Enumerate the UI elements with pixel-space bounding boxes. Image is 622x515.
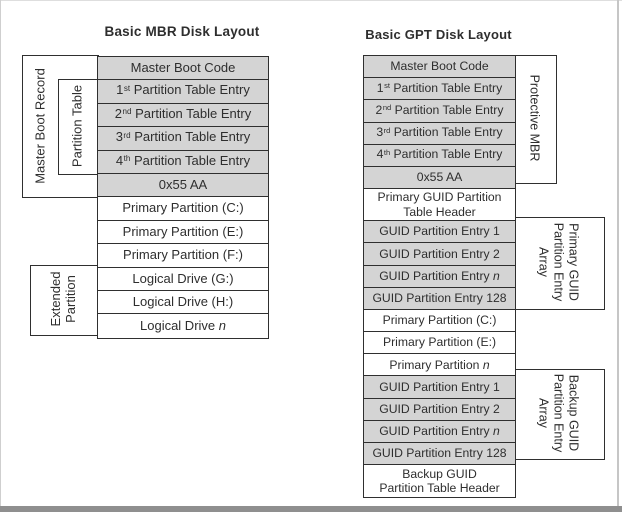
extended-partition-label: Extended Partition (48, 272, 78, 327)
disk-region-row: Logical Drive (H:) (98, 291, 268, 315)
master-boot-record-label: Master Boot Record (32, 68, 48, 184)
label-line: Extended (48, 271, 63, 327)
disk-region-row: 4th Partition Table Entry (364, 144, 515, 167)
mbr-disk-column: Master Boot Code 1st Partition Table Entr… (97, 56, 269, 339)
disk-region-label: GUID Partition Entry 2 (379, 246, 500, 261)
disk-region-row: GUID Partition Entry n (364, 265, 515, 288)
disk-region-label: GUID Partition Entry n (379, 424, 500, 439)
disk-region-row: Master Boot Code (364, 56, 515, 79)
disk-region-row: GUID Partition Entry 128 (364, 287, 515, 310)
gpt-diagram-title: Basic GPT Disk Layout (365, 27, 512, 42)
partition-table-label: Partition Table (69, 84, 85, 168)
disk-region-row: 0x55 AA (364, 166, 515, 190)
disk-region-row: GUID Partition Entry 1 (364, 376, 515, 399)
gpt-disk-column: Master Boot Code 1st Partition Table Entr… (363, 55, 516, 499)
disk-region-row: 3rd Partition Table Entry (98, 127, 268, 151)
disk-region-label: GUID Partition Entry 128 (372, 446, 507, 461)
disk-region-label: 2nd Partition Table Entry (114, 105, 252, 121)
disk-region-label: Logical Drive n (140, 317, 226, 333)
disk-region-label: Primary Partition (E:) (122, 223, 244, 239)
disk-region-row: GUID Partition Entry 2 (364, 243, 515, 266)
disk-region-label: 1st Partition Table Entry (376, 80, 503, 95)
frame-border-top (0, 0, 622, 1)
mbr-diagram-title: Basic MBR Disk Layout (104, 24, 260, 39)
frame-border-left (0, 0, 1, 512)
disk-region-row: GUID Partition Entry n (364, 420, 515, 443)
disk-region-label: Primary Partition (E:) (382, 335, 497, 350)
disk-region-label: 4th Partition Table Entry (115, 152, 251, 168)
frame-border-right (617, 0, 619, 512)
disk-region-label: Logical Drive (G:) (132, 270, 234, 286)
label-line: Array (536, 247, 551, 277)
disk-region-label: 3rd Partition Table Entry (115, 129, 251, 145)
disk-region-label: 2nd Partition Table Entry (375, 102, 504, 117)
disk-region-row: Primary Partition (E:) (98, 221, 268, 245)
disk-region-label: Primary GUID Partition (377, 190, 502, 205)
disk-region-row: 1st Partition Table Entry (98, 80, 268, 104)
protective-mbr-label: Protective MBR (527, 74, 542, 162)
disk-region-label: GUID Partition Entry 1 (379, 224, 500, 239)
disk-region-label: GUID Partition Entry 1 (379, 379, 500, 394)
disk-region-row: Logical Drive (G:) (98, 268, 268, 292)
disk-region-label: GUID Partition Entry 2 (379, 401, 500, 416)
backup-guid-partition-entry-array-label: Backup GUID Partition Entry Array (536, 374, 581, 453)
disk-region-label: Table Header (403, 204, 476, 219)
disk-region-row: Master Boot Code (98, 57, 268, 81)
label-line: Partition Entry (551, 373, 566, 453)
disk-region-row: 4th Partition Table Entry (98, 150, 268, 175)
disk-region-label: Master Boot Code (130, 59, 236, 75)
disk-region-label: Primary Partition (C:) (382, 313, 497, 328)
disk-region-label: Primary Partition (F:) (123, 247, 243, 263)
disk-region-label: Master Boot Code (390, 59, 489, 74)
disk-region-row: Logical Drive n (98, 314, 268, 337)
disk-region-label: 0x55 AA (416, 170, 463, 185)
disk-region-row: Primary Partition n (364, 354, 515, 377)
disk-region-label: 1st Partition Table Entry (116, 82, 250, 98)
disk-region-row: GUID Partition Entry 128 (364, 443, 515, 466)
disk-region-row: GUID Partition Entry 1 (364, 221, 515, 244)
disk-region-row: 1st Partition Table Entry (364, 78, 515, 101)
disk-region-row: 2nd Partition Table Entry (364, 100, 515, 123)
disk-region-label: 3rd Partition Table Entry (376, 124, 503, 139)
disk-region-row: 0x55 AA (98, 174, 268, 198)
label-line: Partition (63, 275, 78, 323)
disk-region-label: 0x55 AA (158, 176, 208, 192)
disk-region-row: Primary Partition (E:) (364, 332, 515, 355)
disk-region-row: GUID Partition Entry 2 (364, 398, 515, 421)
disk-region-row: 2nd Partition Table Entry (98, 103, 268, 128)
disk-region-row: 3rd Partition Table Entry (364, 122, 515, 145)
disk-region-label: Partition Table Header (379, 481, 500, 496)
label-line: Array (536, 398, 551, 428)
disk-region-label: GUID Partition Entry n (379, 268, 500, 283)
disk-region-label: Logical Drive (H:) (132, 294, 234, 310)
disk-region-row: Primary Partition (C:) (364, 310, 515, 333)
label-line: Backup GUID (566, 374, 581, 452)
disk-region-row: Primary Partition (C:) (98, 197, 268, 221)
disk-region-label: Primary Partition n (389, 357, 490, 372)
primary-guid-partition-entry-array-label: Primary GUID Partition Entry Array (536, 223, 581, 302)
disk-region-label: Primary Partition (C:) (122, 200, 244, 216)
label-line: Partition Entry (551, 222, 566, 302)
frame-border-bottom (0, 506, 622, 512)
disk-region-label: 4th Partition Table Entry (376, 147, 503, 162)
label-line: Primary GUID (566, 223, 581, 301)
disk-region-label: GUID Partition Entry 128 (372, 291, 507, 306)
disk-region-label: Backup GUID (402, 466, 477, 481)
disk-region-row: Primary Partition (F:) (98, 244, 268, 268)
